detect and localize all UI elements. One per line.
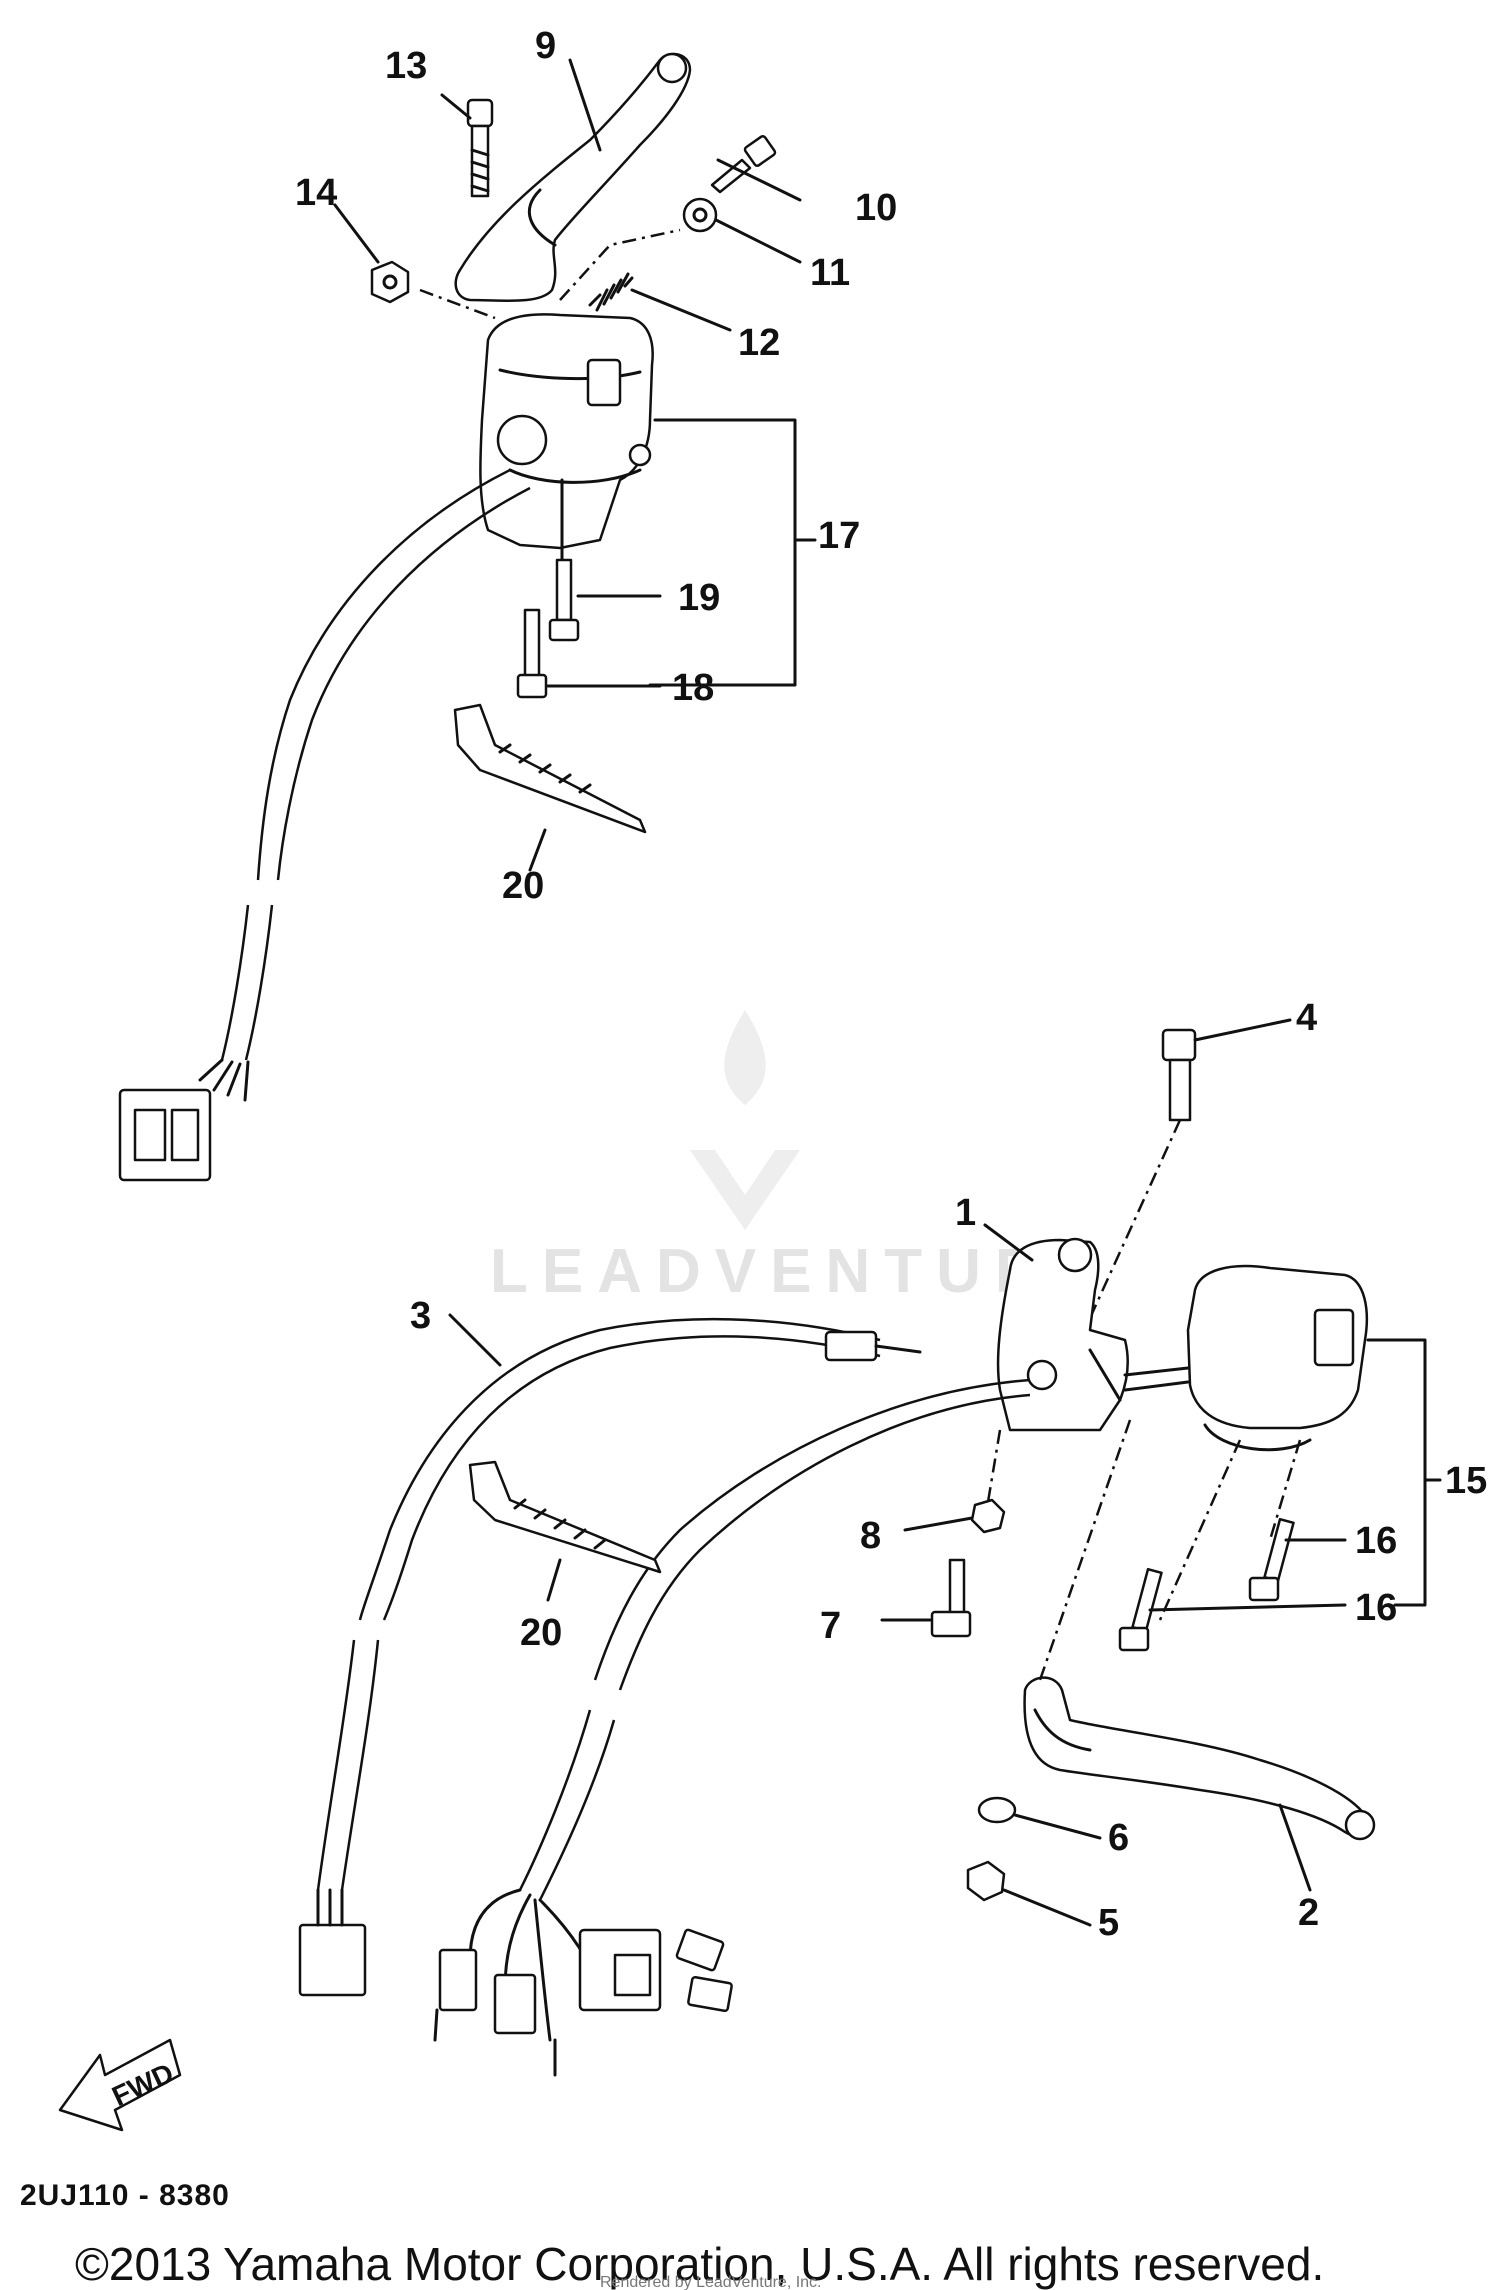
left-switch-harness bbox=[118, 468, 531, 1182]
label-14: 14 bbox=[295, 172, 337, 214]
label-5: 5 bbox=[1098, 1902, 1119, 1944]
screw-19 bbox=[548, 558, 580, 642]
axis-2 bbox=[1038, 1419, 1132, 1681]
watermark-text: LEADVENTURE bbox=[490, 1237, 1109, 1306]
leader-1 bbox=[983, 1223, 1034, 1262]
right-switch-harness bbox=[433, 1378, 1031, 2077]
label-20-lower: 20 bbox=[520, 1612, 562, 1654]
label-19: 19 bbox=[678, 577, 720, 619]
label-8: 8 bbox=[860, 1515, 881, 1557]
nut-11 bbox=[682, 197, 718, 233]
label-13: 13 bbox=[385, 45, 427, 87]
leader-3 bbox=[448, 1313, 502, 1367]
leader-20a bbox=[528, 828, 547, 872]
label-20-upper: 20 bbox=[502, 865, 544, 907]
leader-12 bbox=[630, 288, 732, 332]
nut-11-hole bbox=[692, 207, 708, 223]
leader-16b bbox=[1148, 1603, 1347, 1612]
bracket-15 bbox=[1366, 1338, 1427, 1607]
axis-16b bbox=[1268, 1439, 1302, 1541]
label-1: 1 bbox=[955, 1192, 976, 1234]
lever-2 bbox=[1023, 1676, 1376, 1841]
leader-14 bbox=[419, 288, 496, 320]
switch-housing-15 bbox=[1123, 1264, 1369, 1452]
leader-20b bbox=[546, 1558, 562, 1602]
spring-12 bbox=[588, 272, 634, 312]
label-6: 6 bbox=[1108, 1817, 1129, 1859]
label-9: 9 bbox=[535, 25, 556, 67]
label-18: 18 bbox=[672, 667, 714, 709]
nut-14 bbox=[370, 260, 410, 304]
nut-8 bbox=[970, 1498, 1006, 1534]
cable-tie-20-lower bbox=[468, 1460, 662, 1574]
screw-16a bbox=[1248, 1517, 1295, 1602]
label-17: 17 bbox=[818, 515, 860, 557]
label-7: 7 bbox=[820, 1605, 841, 1647]
nut-5 bbox=[966, 1860, 1006, 1902]
screw-18 bbox=[516, 608, 548, 699]
label-2: 2 bbox=[1298, 1892, 1319, 1934]
leader-13 bbox=[440, 93, 472, 120]
bolt-4 bbox=[1161, 1028, 1197, 1122]
washer-6 bbox=[977, 1796, 1017, 1824]
master-cylinder-1 bbox=[996, 1237, 1129, 1432]
leader-8 bbox=[903, 1516, 974, 1532]
leader-5 bbox=[1002, 1888, 1092, 1927]
label-3: 3 bbox=[410, 1295, 431, 1337]
leader-14b bbox=[333, 203, 380, 264]
label-16-bottom: 16 bbox=[1355, 1587, 1397, 1629]
brake-switch-cable-3 bbox=[298, 1317, 922, 1997]
rendered-by-text: Rendered by LeadVenture, Inc. bbox=[600, 2274, 822, 2290]
leadventure-logo bbox=[690, 1010, 800, 1230]
fwd-arrow-icon bbox=[58, 2038, 182, 2132]
cable-tie-20-upper bbox=[453, 703, 647, 834]
bolt-13 bbox=[466, 98, 494, 198]
label-16-top: 16 bbox=[1355, 1520, 1397, 1562]
screw-16b bbox=[1118, 1567, 1163, 1652]
axis-4 bbox=[1078, 1119, 1182, 1341]
leader-11b bbox=[714, 218, 802, 264]
leader-10 bbox=[716, 158, 802, 202]
label-15: 15 bbox=[1445, 1460, 1487, 1502]
axis-16a bbox=[1158, 1439, 1242, 1621]
leader-11 bbox=[559, 228, 681, 301]
leader-9 bbox=[568, 58, 602, 152]
label-4: 4 bbox=[1296, 997, 1317, 1039]
switch-housing-17 bbox=[479, 313, 654, 570]
leader-4 bbox=[1193, 1018, 1292, 1042]
bolt-7 bbox=[930, 1558, 972, 1638]
copyright-text: ©2013 Yamaha Motor Corporation, U.S.A. A… bbox=[75, 2238, 1324, 2290]
bracket-17 bbox=[648, 418, 797, 687]
label-12: 12 bbox=[738, 322, 780, 364]
diagram-code: 2UJ110 - 8380 bbox=[20, 2179, 230, 2212]
lever-9 bbox=[454, 52, 692, 303]
screw-10 bbox=[710, 135, 777, 194]
label-10: 10 bbox=[855, 187, 897, 229]
leader-6 bbox=[1013, 1813, 1102, 1840]
label-11: 11 bbox=[810, 252, 850, 294]
leader-2 bbox=[1278, 1803, 1312, 1892]
